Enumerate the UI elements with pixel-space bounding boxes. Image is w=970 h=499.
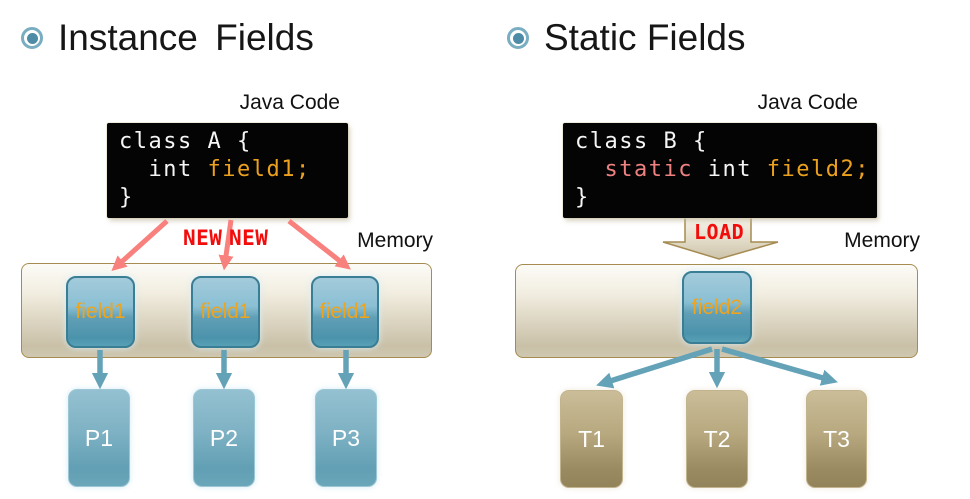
process-box-p1: P1 — [68, 389, 130, 487]
instance-fields-heading: Instance Fields — [21, 17, 314, 59]
code-line1-left: class A { — [119, 129, 252, 154]
field1-box-2: field1 — [191, 276, 260, 348]
load-label: LOAD — [694, 220, 745, 244]
field1-box-1: field1 — [66, 276, 135, 348]
static-fields-title: Static Fields — [544, 17, 746, 58]
java-code-box-class-a: class A { int field1; } — [107, 123, 348, 218]
field2-box: field2 — [682, 271, 752, 344]
thread-box-t3: T3 — [806, 390, 867, 488]
thread-box-t2: T2 — [686, 390, 748, 488]
java-code-label-left: Java Code — [239, 91, 340, 114]
code-field1-token: field1; — [207, 157, 311, 182]
bullet-icon — [21, 27, 43, 49]
new-label-2: NEW — [229, 226, 269, 250]
code-int-keyword: int — [692, 157, 767, 182]
code-line3-right: } — [575, 185, 590, 210]
java-code-box-class-b: class B { static int field2; } — [563, 123, 877, 218]
static-fields-heading: Static Fields — [507, 17, 746, 59]
memory-label-left: Memory — [357, 229, 433, 252]
code-line3-left: } — [119, 185, 134, 210]
field1-box-3: field1 — [311, 276, 379, 348]
bullet-icon — [507, 27, 529, 49]
code-field2-token: field2; — [766, 157, 870, 182]
instance-fields-title: Instance Fields — [58, 17, 314, 58]
code-int-keyword: int — [119, 157, 208, 182]
process-box-p2: P2 — [193, 389, 255, 487]
process-box-p3: P3 — [315, 389, 377, 487]
thread-box-t1: T1 — [560, 390, 623, 488]
java-code-label-right: Java Code — [757, 91, 858, 114]
code-line1-right: class B { — [575, 129, 708, 154]
new-label-1: NEW — [183, 226, 223, 250]
new-arrow-1 — [111, 219, 169, 272]
memory-label-right: Memory — [844, 229, 920, 252]
new-arrow-3 — [287, 219, 351, 270]
code-static-keyword: static — [604, 157, 693, 182]
